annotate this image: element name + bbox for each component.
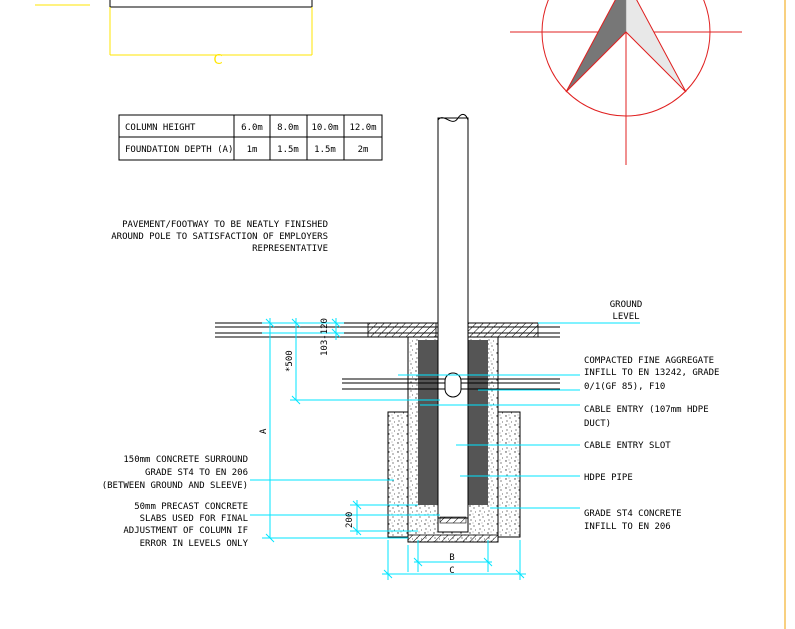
aggregate-note-line: COMPACTED FINE AGGREGATE [584, 356, 714, 366]
pavement-note-line: AROUND POLE TO SATISFACTION OF EMPLOYERS [111, 232, 328, 242]
aggregate-note-line: INFILL TO EN 13242, GRADE [584, 368, 719, 378]
table-cell: 10.0m [311, 123, 338, 133]
table-cell: 1.5m [277, 145, 299, 155]
hdpe-pipe-note: HDPE PIPE [584, 473, 633, 483]
ground-level-note: LEVEL [612, 312, 639, 322]
grade-st4-note-line: GRADE ST4 CONCRETE [584, 509, 682, 519]
table-cell: 8.0m [277, 123, 299, 133]
dim-500: *500 [285, 350, 295, 372]
north-arrow [510, 0, 742, 165]
slabs-note-line: ADJUSTMENT OF COLUMN IF [123, 526, 248, 536]
top-dim-label-c: C [213, 53, 222, 68]
table-cell: 12.0m [349, 123, 376, 133]
cable-slot-note: CABLE ENTRY SLOT [584, 441, 671, 451]
dim-103-120: 103-120 [320, 318, 330, 356]
dim-200: 200 [345, 512, 355, 528]
table-header-foundation-depth: FOUNDATION DEPTH (A) [125, 145, 233, 155]
foundation-section [215, 113, 560, 543]
dim-b: B [449, 553, 454, 563]
cable-entry-note-line: CABLE ENTRY (107mm HDPE [584, 405, 709, 415]
foundation-table: COLUMN HEIGHT 6.0m 8.0m 10.0m 12.0m FOUN… [118, 114, 383, 161]
surround-note-line: 150mm CONCRETE SURROUND [123, 455, 248, 465]
notes: PAVEMENT/FOOTWAY TO BE NEATLY FINISHED A… [102, 220, 720, 549]
dimension-labels: 103-120 *500 A 200 B C [259, 318, 455, 576]
slabs-note-line: ERROR IN LEVELS ONLY [140, 539, 249, 549]
top-plan-remnant: C [35, 0, 313, 68]
pavement-note-line: PAVEMENT/FOOTWAY TO BE NEATLY FINISHED [122, 220, 328, 230]
table-cell: 1m [247, 145, 258, 155]
table-header-column-height: COLUMN HEIGHT [125, 123, 196, 133]
dimension-lines [250, 318, 640, 580]
slabs-note-line: 50mm PRECAST CONCRETE [134, 502, 248, 512]
table-cell: 6.0m [241, 123, 263, 133]
table-cell: 2m [358, 145, 369, 155]
aggregate-note-line: 0/1(GF 85), F10 [584, 382, 665, 392]
surround-note-line: GRADE ST4 TO EN 206 [145, 468, 248, 478]
dim-c: C [449, 566, 454, 576]
slabs-note-line: SLABS USED FOR FINAL [140, 514, 248, 524]
pavement-note-line: REPRESENTATIVE [252, 244, 328, 254]
grade-st4-note-line: INFILL TO EN 206 [584, 522, 671, 532]
ground-level-note: GROUND [610, 300, 643, 310]
cable-entry-note-line: DUCT) [584, 419, 611, 429]
surround-note-line: (BETWEEN GROUND AND SLEEVE) [102, 481, 248, 491]
table-cell: 1.5m [314, 145, 336, 155]
dim-a: A [259, 428, 269, 434]
